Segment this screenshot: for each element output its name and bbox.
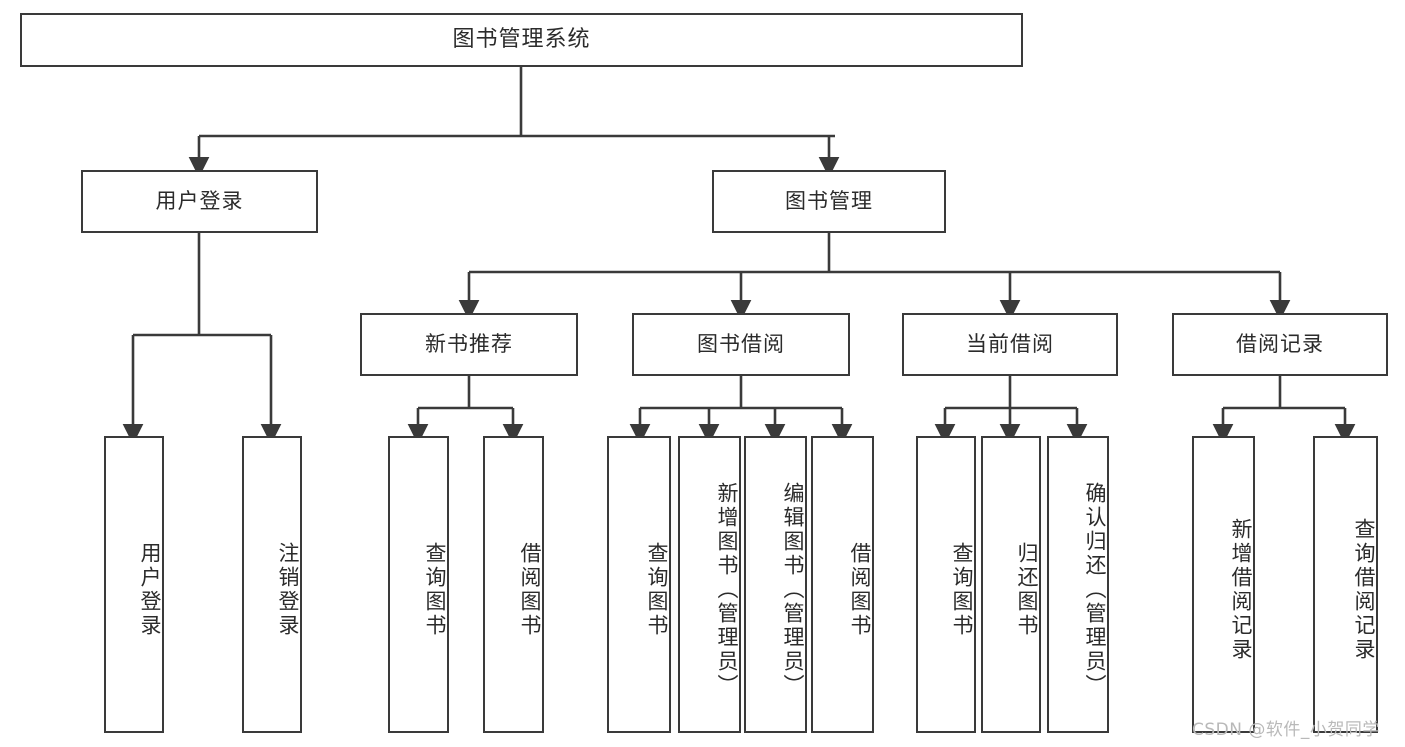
node-leaf-user-logout[interactable]: 注销登录: [242, 436, 302, 733]
node-leaf-borrow-book-1[interactable]: 借阅图书: [483, 436, 544, 733]
node-leaf-query-book-1[interactable]: 查询图书: [388, 436, 449, 733]
node-label: 图书管理系统: [452, 26, 591, 52]
node-current-borrow[interactable]: 当前借阅: [902, 313, 1118, 376]
node-book-borrow[interactable]: 图书借阅: [632, 313, 850, 376]
node-label: 借阅记录: [1236, 331, 1324, 356]
node-label: 查询图书: [423, 541, 447, 638]
node-label: 确认归还（管理员）: [1083, 481, 1107, 698]
node-label: 图书借阅: [697, 331, 785, 356]
node-leaf-query-record[interactable]: 查询借阅记录: [1313, 436, 1378, 733]
node-root-system[interactable]: 图书管理系统: [20, 13, 1023, 67]
node-book-manage[interactable]: 图书管理: [712, 170, 946, 233]
node-leaf-borrow-book-2[interactable]: 借阅图书: [811, 436, 874, 733]
node-label: 当前借阅: [966, 331, 1054, 356]
node-leaf-confirm-return[interactable]: 确认归还（管理员）: [1047, 436, 1109, 733]
node-label: 用户登录: [138, 541, 162, 638]
node-label: 用户登录: [155, 188, 244, 213]
csdn-watermark: CSDN @软件_小贺同学: [1192, 720, 1380, 740]
node-label: 注销登录: [276, 541, 300, 638]
node-leaf-add-record[interactable]: 新增借阅记录: [1192, 436, 1255, 733]
node-label: 编辑图书（管理员）: [781, 481, 805, 698]
node-label: 查询图书: [645, 541, 669, 638]
node-leaf-edit-book[interactable]: 编辑图书（管理员）: [744, 436, 807, 733]
node-label: 借阅图书: [518, 541, 542, 638]
node-leaf-add-book[interactable]: 新增图书（管理员）: [678, 436, 741, 733]
node-borrow-record[interactable]: 借阅记录: [1172, 313, 1388, 376]
node-label: 新增图书（管理员）: [715, 481, 739, 698]
node-label: 新书推荐: [425, 331, 513, 356]
node-label: 查询图书: [950, 541, 974, 638]
node-label: 归还图书: [1015, 541, 1039, 638]
node-label: 图书管理: [785, 188, 873, 213]
node-leaf-query-book-3[interactable]: 查询图书: [916, 436, 976, 733]
node-user-login[interactable]: 用户登录: [81, 170, 318, 233]
node-leaf-query-book-2[interactable]: 查询图书: [607, 436, 671, 733]
node-label: 新增借阅记录: [1229, 517, 1253, 662]
node-label: 借阅图书: [848, 541, 872, 638]
node-leaf-user-login[interactable]: 用户登录: [104, 436, 164, 733]
node-label: 查询借阅记录: [1352, 517, 1376, 662]
node-leaf-return-book[interactable]: 归还图书: [981, 436, 1041, 733]
node-new-book-recommend[interactable]: 新书推荐: [360, 313, 578, 376]
